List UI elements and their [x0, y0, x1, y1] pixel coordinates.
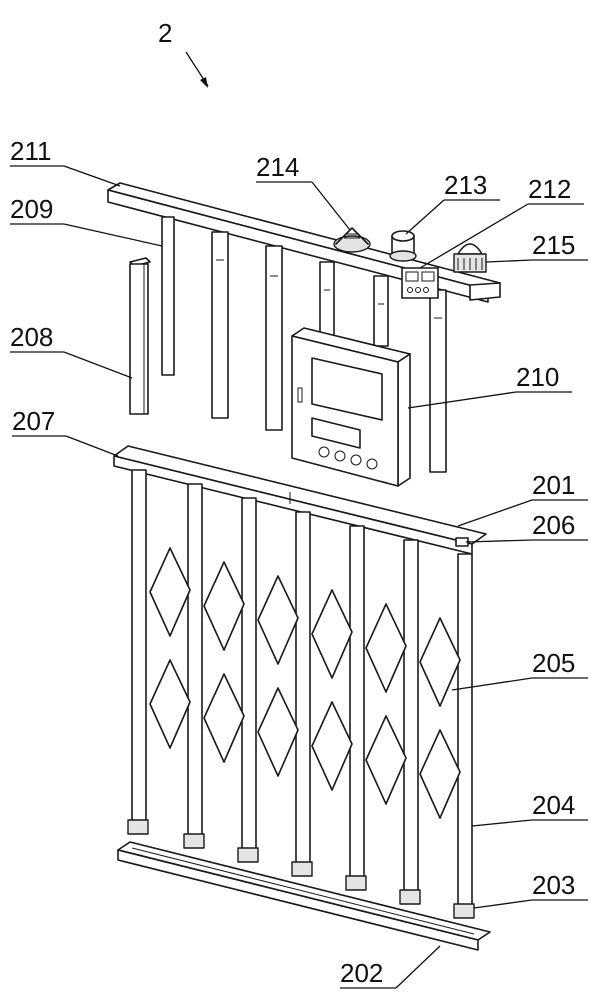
- label-203: 203: [473, 870, 588, 909]
- svg-text:205: 205: [532, 648, 575, 678]
- figure-number: 2: [158, 18, 172, 48]
- svg-text:206: 206: [532, 510, 575, 540]
- svg-text:215: 215: [532, 230, 575, 260]
- label-211: 211: [10, 136, 121, 187]
- label-202: 202: [340, 945, 441, 989]
- label-210: 210: [407, 362, 572, 409]
- small-panel-212: [401, 267, 439, 299]
- label-213: 213: [405, 170, 500, 235]
- figure-arrow: [185, 51, 209, 88]
- hanging-rods: [161, 216, 447, 473]
- svg-text:204: 204: [532, 790, 575, 820]
- label-212: 212: [419, 174, 584, 269]
- svg-text:208: 208: [10, 322, 53, 352]
- alarm-light-215: [453, 243, 487, 273]
- svg-text:207: 207: [12, 406, 55, 436]
- label-206: 206: [465, 510, 588, 543]
- sensor-214: [333, 227, 371, 253]
- control-box-210: [291, 327, 411, 487]
- svg-text:201: 201: [532, 470, 575, 500]
- label-201: 201: [457, 470, 588, 527]
- svg-text:214: 214: [256, 152, 299, 182]
- diamond-plates: [149, 547, 461, 819]
- label-209: 209: [10, 194, 163, 247]
- svg-text:202: 202: [340, 958, 383, 988]
- label-207: 207: [12, 406, 119, 457]
- svg-text:203: 203: [532, 870, 575, 900]
- label-214: 214: [256, 152, 351, 231]
- svg-text:211: 211: [10, 136, 51, 166]
- label-204: 204: [471, 790, 588, 827]
- label-215: 215: [485, 230, 588, 263]
- camera-213: [389, 230, 417, 262]
- top-crossbar: [107, 182, 501, 303]
- svg-text:213: 213: [444, 170, 487, 200]
- bar-feet: [127, 819, 475, 919]
- svg-text:209: 209: [10, 194, 53, 224]
- label-208: 208: [10, 322, 133, 379]
- post-208: [129, 257, 151, 415]
- label-205: 205: [451, 648, 588, 691]
- svg-text:210: 210: [516, 362, 559, 392]
- bottom-track: [117, 841, 491, 951]
- svg-text:212: 212: [528, 174, 571, 204]
